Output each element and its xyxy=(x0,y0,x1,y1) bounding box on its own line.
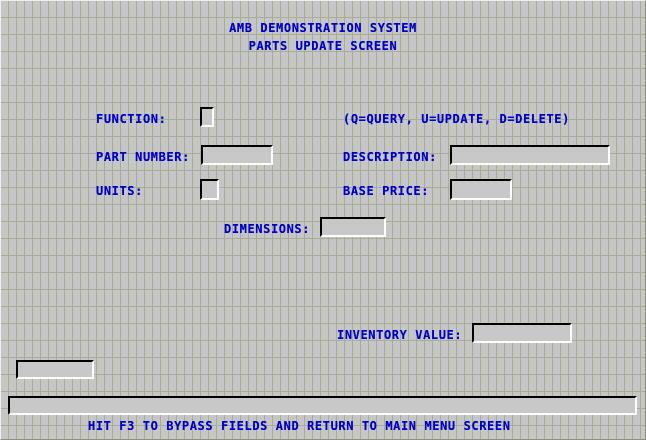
description-input[interactable] xyxy=(450,145,610,165)
units-label: UNITS: xyxy=(96,184,143,198)
status-message-input[interactable] xyxy=(8,396,637,415)
base-price-input[interactable] xyxy=(450,179,512,200)
base-price-label: BASE PRICE: xyxy=(343,184,430,198)
inventory-value-label: INVENTORY VALUE: xyxy=(337,328,463,342)
units-input[interactable] xyxy=(200,179,219,200)
page-title-line-1: AMB DEMONSTRATION SYSTEM xyxy=(229,21,417,35)
dimensions-label: DIMENSIONS: xyxy=(224,222,311,236)
function-label: FUNCTION: xyxy=(96,112,167,126)
description-label: DESCRIPTION: xyxy=(343,150,437,164)
part-number-input[interactable] xyxy=(201,145,273,165)
function-hint: (Q=QUERY, U=UPDATE, D=DELETE) xyxy=(343,112,570,126)
dimensions-input[interactable] xyxy=(320,217,386,237)
page-title-line-2: PARTS UPDATE SCREEN xyxy=(248,39,398,53)
function-input[interactable] xyxy=(200,107,214,127)
scratch-input[interactable] xyxy=(16,360,94,379)
inventory-value-input[interactable] xyxy=(472,323,572,343)
status-bar-message: HIT F3 TO BYPASS FIELDS AND RETURN TO MA… xyxy=(88,419,511,433)
part-number-label: PART NUMBER: xyxy=(96,150,190,164)
